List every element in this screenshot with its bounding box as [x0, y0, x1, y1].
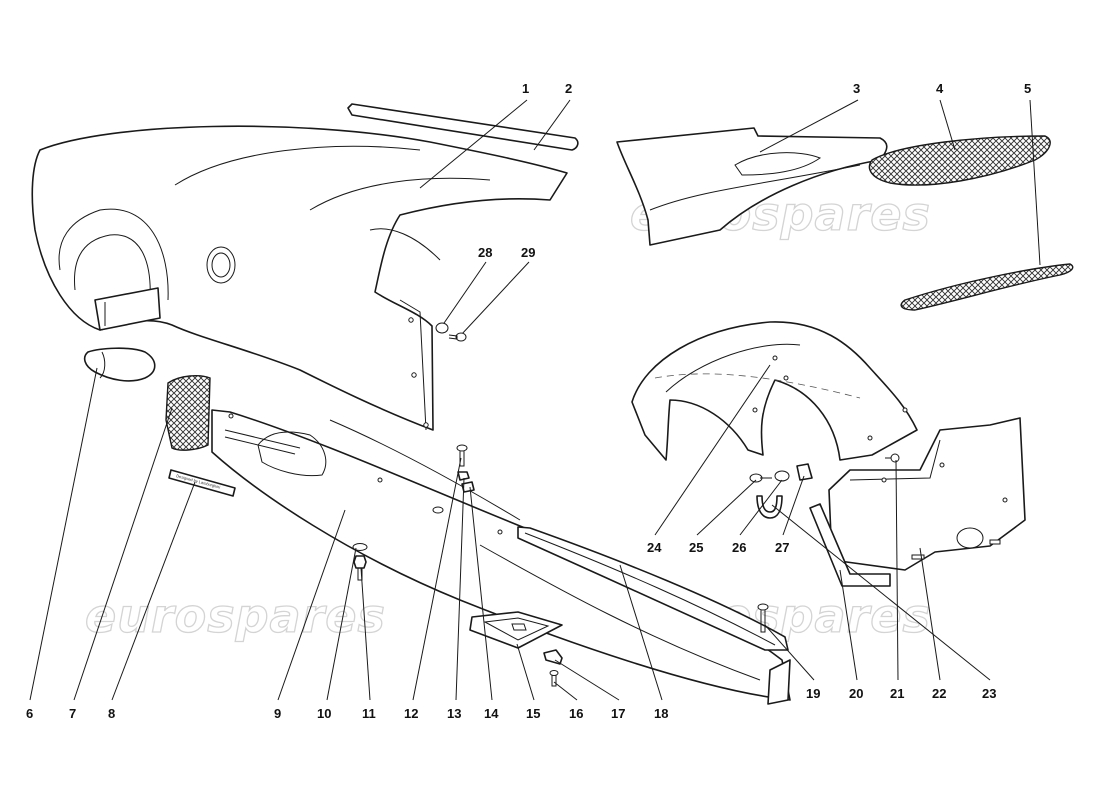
- callout-14: 14: [484, 706, 499, 721]
- callout-22: 22: [932, 686, 946, 701]
- part-16-screw: [549, 670, 559, 687]
- part-6-side-lamp: [83, 347, 156, 382]
- callout-17: 17: [611, 706, 625, 721]
- part-7-small-grille: [165, 375, 211, 451]
- part-3-inner-panel: [616, 127, 888, 246]
- part-4-mesh-grille: [868, 135, 1051, 186]
- watermark-bottom-left: eurospares: [85, 589, 386, 643]
- callout-3: 3: [853, 81, 860, 96]
- part-11-fastener: [353, 555, 367, 581]
- part-23-u-clip-shape: [756, 495, 783, 519]
- part-26-washer: [774, 470, 790, 482]
- part-21-screw: [885, 453, 900, 463]
- part-25-bolt: [749, 473, 772, 483]
- part-2-seal-strip: [347, 103, 579, 151]
- part-10-washer: [352, 543, 368, 551]
- part-17-clip: [543, 649, 563, 665]
- part-28-washer: [435, 322, 449, 334]
- part-19-screw: [757, 603, 769, 633]
- part-22-shield-panel: [828, 417, 1026, 571]
- callout-25: 25: [689, 540, 703, 555]
- callout-9: 9: [274, 706, 281, 721]
- callout-20: 20: [849, 686, 863, 701]
- callout-12: 12: [404, 706, 418, 721]
- callout-23: 23: [982, 686, 996, 701]
- callout-19: 19: [806, 686, 820, 701]
- part-15-cover-plate: [469, 611, 563, 649]
- callout-15: 15: [526, 706, 540, 721]
- part-8-badge: Designed by Lamborghini: [168, 469, 236, 497]
- leader-lines: [29, 99, 1041, 701]
- callout-4: 4: [936, 81, 944, 96]
- callout-10: 10: [317, 706, 331, 721]
- callout-8: 8: [108, 706, 115, 721]
- callout-21: 21: [890, 686, 904, 701]
- callout-16: 16: [569, 706, 583, 721]
- part-12-screw: [456, 444, 468, 467]
- callout-27: 27: [775, 540, 789, 555]
- callout-26: 26: [732, 540, 746, 555]
- callout-6: 6: [26, 706, 33, 721]
- part-24-wheel-arch-liner: [631, 321, 918, 461]
- part-29-screw: [448, 332, 467, 342]
- part-13-nut: [457, 471, 470, 481]
- callout-13: 13: [447, 706, 461, 721]
- part-18-sill-strip: [517, 526, 789, 651]
- part-1-fender-panel: [31, 125, 568, 431]
- callout-11: 11: [362, 706, 376, 721]
- callout-1: 1: [522, 81, 529, 96]
- callout-2: 2: [565, 81, 572, 96]
- part-5-mesh-strip: [900, 263, 1074, 311]
- part-9-side-skirt: [211, 409, 791, 705]
- callout-labels: 1 2 3 4 5 6 7 8 9 10 11 12 13 14 15 16 1…: [26, 81, 1031, 721]
- callout-5: 5: [1024, 81, 1031, 96]
- callout-7: 7: [69, 706, 76, 721]
- callout-29: 29: [521, 245, 535, 260]
- part-27-clip: [796, 463, 813, 481]
- callout-28: 28: [478, 245, 492, 260]
- callout-24: 24: [647, 540, 662, 555]
- callout-18: 18: [654, 706, 668, 721]
